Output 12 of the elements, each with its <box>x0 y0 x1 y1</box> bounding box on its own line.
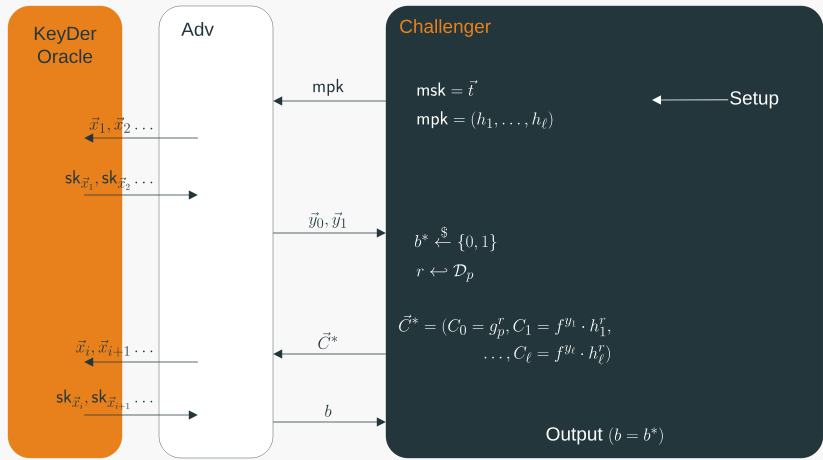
formula: $\begin{aligned}\vec{C}^* = (C_0 = g_p^r, C_1 = f^{y_1} \cdot h_1^r,\\ \ldots, C_\ell = f^{y_\ell} \cdot h_\ell^r)\end{aligned}$ <box>399 314 610 364</box>
formula: $\mathsf{msk} = \vec{t}$ <box>418 80 478 96</box>
edge-label: $b$ <box>325 404 332 417</box>
formula: $\mathsf{mpk} = (h_1, \ldots, h_\ell)$ <box>418 111 552 129</box>
formula: $r \hookleftarrow \mathcal{D}_p$ <box>416 264 474 282</box>
formula: $b^* \xleftarrow{\$} \{0,1\}$ <box>414 226 496 252</box>
edge-label: $\vec{C}^*$ <box>318 332 338 350</box>
edge-label: $\vec{y}_0, \vec{y}_1$ <box>308 212 346 228</box>
text-label: Setup <box>730 91 778 108</box>
edge-label: $\mathsf{mpk}$ <box>313 78 344 96</box>
formula: $\text{Output } (b = b^*)$ <box>546 427 663 445</box>
adversary-box: Adv <box>158 6 274 458</box>
